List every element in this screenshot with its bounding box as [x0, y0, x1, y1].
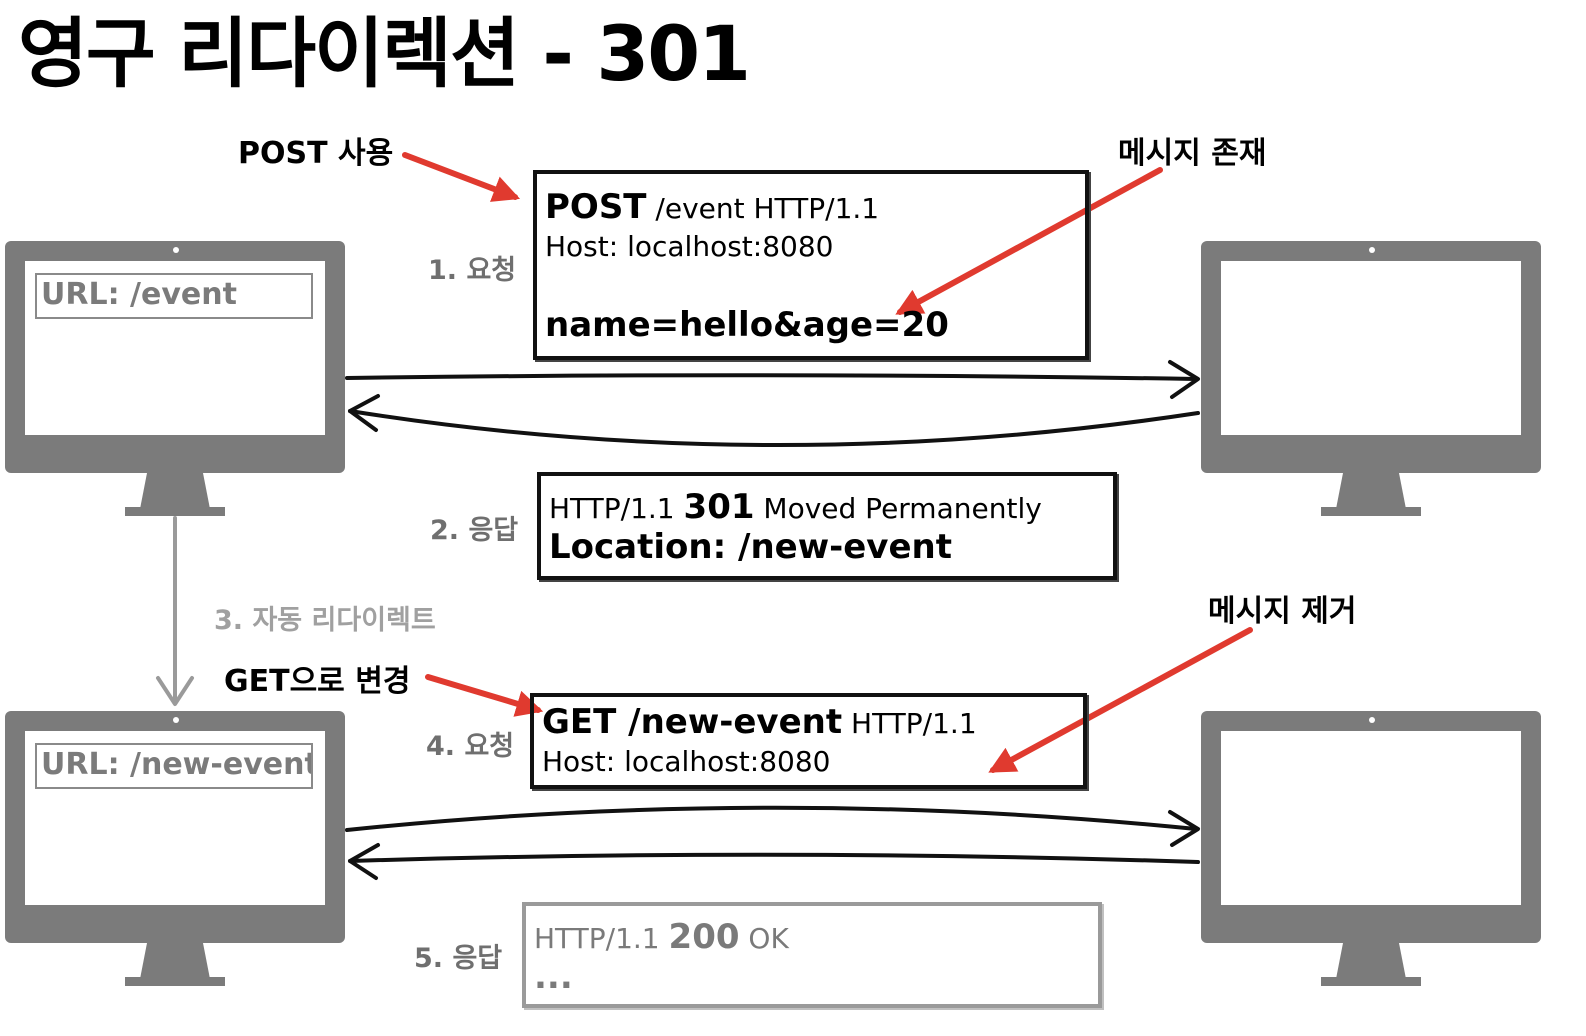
status-reason: OK — [739, 922, 789, 955]
host-header: Host: localhost:8080 — [542, 745, 831, 778]
annotation-post-used: POST 사용 — [238, 136, 394, 171]
annotation-arrow-message-removed — [988, 627, 1253, 773]
request-arrow-4 — [345, 805, 1198, 832]
monitor-neck — [140, 943, 210, 979]
http-version: HTTP/1.1 — [549, 492, 684, 525]
monitor-screen: URL: /new-event — [25, 731, 325, 905]
response-arrow-5 — [348, 852, 1200, 864]
response-message-5: HTTP/1.1 200 OK ... — [522, 902, 1102, 1008]
monitor-foot — [1321, 977, 1421, 986]
camera-dot — [1369, 717, 1375, 723]
request-path: /event HTTP/1.1 — [646, 192, 880, 225]
monitor-foot — [125, 507, 225, 516]
request-message-1: POST /event HTTP/1.1 Host: localhost:808… — [533, 170, 1089, 360]
monitor-bezel — [1201, 711, 1541, 943]
response-arrow-2-head — [348, 394, 380, 432]
monitor-bezel: URL: /event — [5, 241, 345, 473]
annotation-arrow-get — [425, 674, 544, 717]
annotation-arrow-message-exists — [895, 167, 1163, 315]
monitor-bezel — [1201, 241, 1541, 473]
request-arrow-4-head — [1168, 810, 1200, 847]
step-label-4: 4. 요청 — [426, 731, 515, 762]
redirect-arrow-head — [156, 676, 194, 706]
monitor-bezel: URL: /new-event — [5, 711, 345, 943]
http-method: POST — [545, 187, 647, 227]
monitor-foot — [125, 977, 225, 986]
request-message-4: GET /new-event HTTP/1.1 Host: localhost:… — [530, 693, 1087, 789]
monitor-screen — [1221, 261, 1521, 435]
http-method-path: GET /new-event — [542, 702, 843, 742]
camera-dot — [173, 717, 179, 723]
host-header: Host: localhost:8080 — [545, 230, 834, 263]
request-body: name=hello&age=20 — [545, 305, 949, 345]
step-label-1: 1. 요청 — [428, 255, 517, 286]
slide-title: 영구 리다이렉션 - 301 — [18, 9, 751, 98]
camera-dot — [173, 247, 179, 253]
response-message-2: HTTP/1.1 301 Moved Permanently Location:… — [537, 472, 1117, 580]
response-arrow-2 — [348, 409, 1200, 447]
monitor-neck — [1336, 473, 1406, 509]
location-header: Location: /new-event — [549, 527, 952, 567]
step-label-5: 5. 응답 — [414, 943, 503, 974]
step-label-3: 3. 자동 리다이렉트 — [214, 605, 436, 636]
monitor-foot — [1321, 507, 1421, 516]
monitor-screen — [1221, 731, 1521, 905]
client-monitor-1: URL: /event — [5, 241, 345, 516]
annotation-message-removed: 메시지 제거 — [1208, 594, 1357, 629]
step-label-2: 2. 응답 — [430, 515, 519, 546]
annotation-message-exists: 메시지 존재 — [1118, 136, 1267, 171]
request-arrow-1 — [345, 373, 1198, 381]
response-arrow-5-head — [348, 843, 380, 880]
request-arrow-1-head — [1168, 360, 1200, 399]
url-bar: URL: /event — [35, 273, 313, 319]
status-reason: Moved Permanently — [754, 492, 1042, 525]
status-code: 301 — [683, 487, 755, 527]
monitor-neck — [140, 473, 210, 509]
url-bar: URL: /new-event — [35, 743, 313, 789]
status-code: 200 — [668, 917, 740, 957]
annotation-arrow-post — [402, 152, 521, 202]
monitor-screen: URL: /event — [25, 261, 325, 435]
annotation-changed-to-get: GET으로 변경 — [224, 664, 411, 699]
http-version: HTTP/1.1 — [534, 922, 669, 955]
camera-dot — [1369, 247, 1375, 253]
server-monitor-2 — [1201, 711, 1541, 986]
http-version: HTTP/1.1 — [842, 707, 977, 740]
server-monitor-1 — [1201, 241, 1541, 516]
monitor-neck — [1336, 943, 1406, 979]
body-ellipsis: ... — [534, 957, 573, 997]
client-monitor-2: URL: /new-event — [5, 711, 345, 986]
